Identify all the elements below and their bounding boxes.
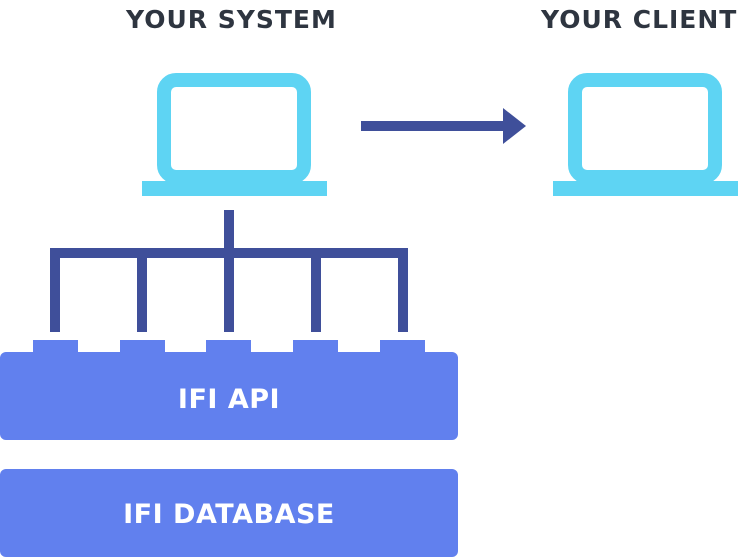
client-laptop-icon	[553, 73, 738, 196]
database-block	[0, 469, 458, 557]
connector-tree	[50, 210, 408, 332]
system-laptop-icon	[142, 73, 327, 196]
your-client-heading: YOUR CLIENT	[541, 5, 738, 34]
api-block	[0, 340, 458, 440]
database-block-label: IFI DATABASE	[123, 499, 335, 530]
your-system-heading: YOUR SYSTEM	[126, 5, 337, 34]
api-block-label: IFI API	[177, 384, 281, 415]
arrow-right-icon	[361, 108, 526, 144]
